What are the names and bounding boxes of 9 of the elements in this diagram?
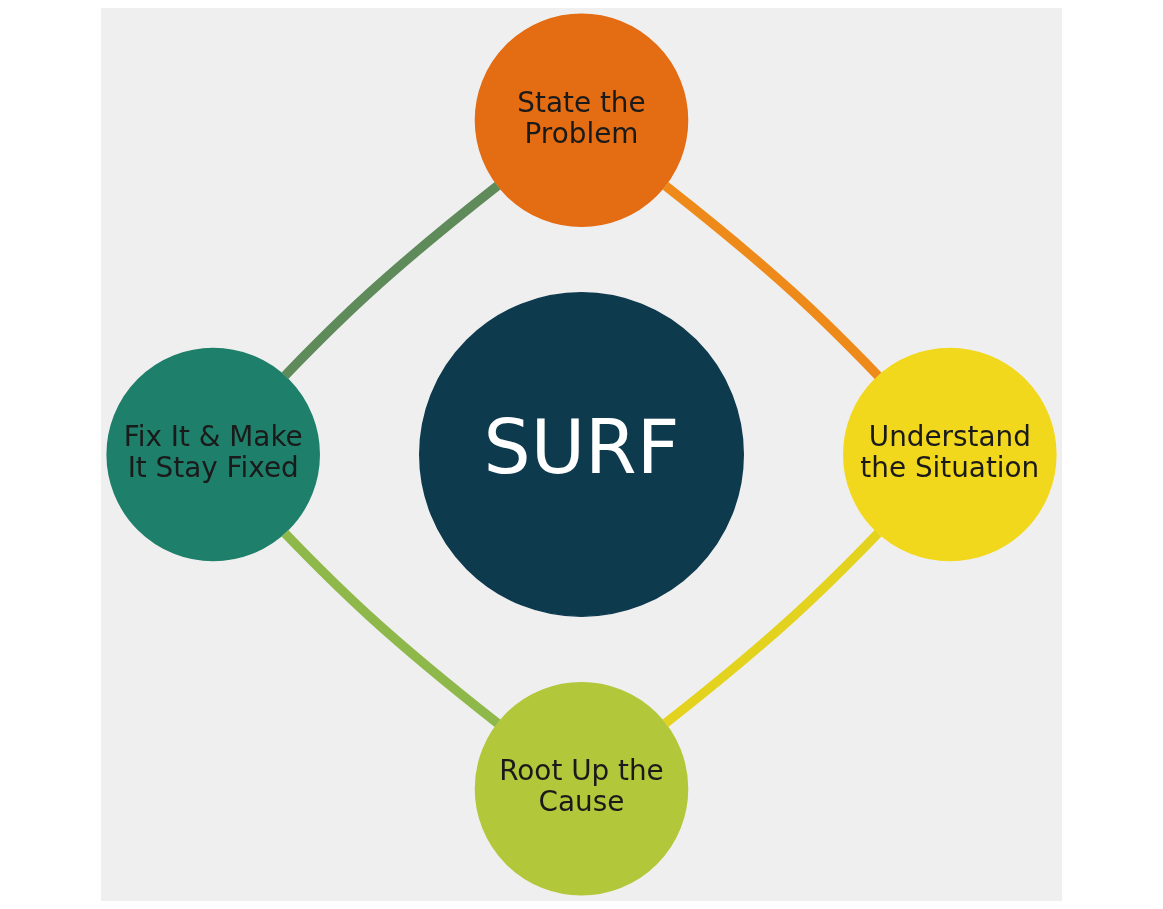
node-circle: Root Up the Cause [474, 682, 689, 896]
connector [281, 182, 501, 379]
node-circle: SURF [419, 292, 744, 617]
node-circle: Fix It & Make It Stay Fixed [106, 347, 320, 562]
node-circle: State the Problem [474, 13, 689, 227]
connector [662, 182, 882, 379]
connector [281, 530, 501, 727]
connector [662, 530, 882, 727]
node-circle: Understand the Situation [843, 347, 1057, 562]
